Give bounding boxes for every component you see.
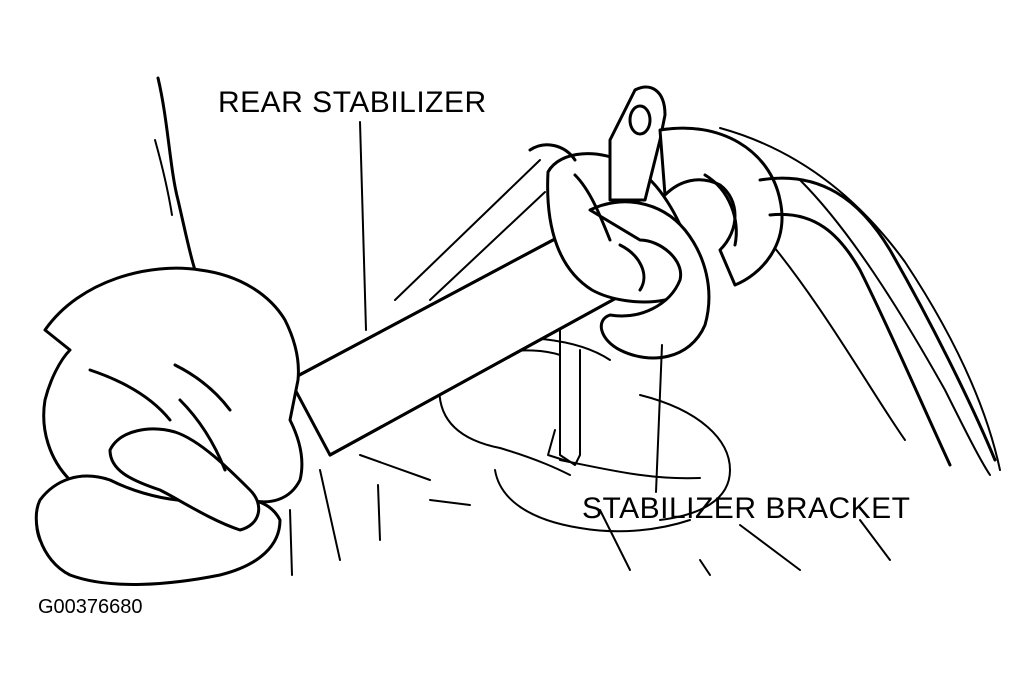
stabilizer-bracket-label: STABILIZER BRACKET [582, 492, 911, 525]
bolt-hole [628, 104, 652, 136]
rear-stabilizer-leader [359, 121, 367, 331]
stabilizer-bracket-leader [655, 344, 663, 493]
stabilizer-bracket [528, 85, 784, 360]
cable-inner-line [154, 139, 173, 216]
cable [156, 76, 197, 272]
stabilizer-bar-bend [758, 176, 997, 462]
figure-id: G00376680 [38, 596, 143, 618]
rear-stabilizer-label: REAR STABILIZER [218, 86, 487, 119]
hand [34, 266, 304, 586]
stabilizer-bar-bend-inner [768, 212, 952, 467]
